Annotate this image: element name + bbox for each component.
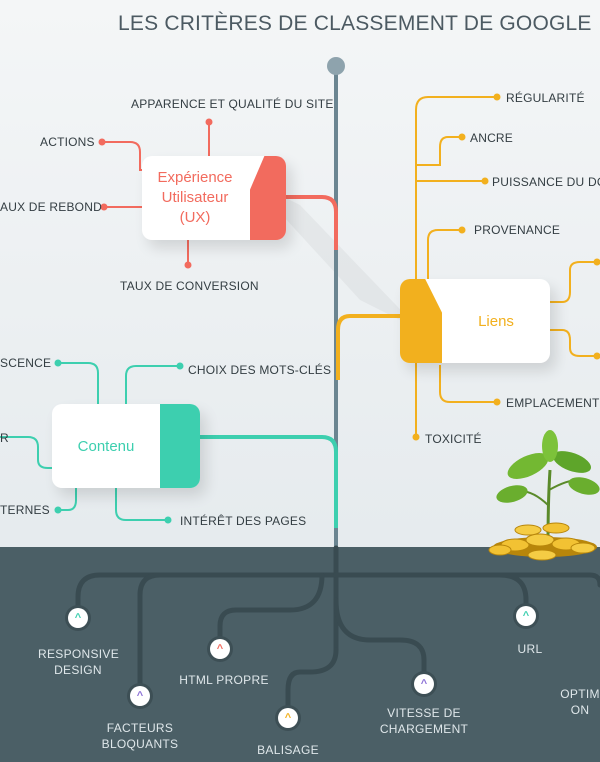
chevron-up-icon: ^ [130,686,150,706]
content-item-interet: INTÉRÊT DES PAGES [180,514,307,528]
technical-optim: OPTIM ON [560,687,600,717]
ux-item-rebond: AUX DE REBOND [0,200,102,214]
ux-card-accent [250,156,286,240]
technical-html: HTML PROPRE [179,673,269,687]
links-item-regularite: RÉGULARITÉ [506,91,585,105]
content-item-scence: SCENCE [0,356,52,370]
ux-item-conversion: TAUX DE CONVERSION [120,279,259,293]
plant-coins-illustration [488,430,600,561]
content-item-ternes: TERNES [0,503,50,517]
technical-section-background [0,547,600,762]
content-card-label: Contenu [77,437,135,455]
chevron-up-icon: ^ [278,708,298,728]
technical-responsive: RESPONSIVE DESIGN [38,647,120,677]
content-branches [0,362,338,528]
links-card-label: Liens [478,312,514,330]
links-branches [336,96,600,435]
technical-vitesse: VITESSE DE CHARGEMENT [379,706,469,736]
chevron-up-icon: ^ [68,608,88,628]
page-title: LES CRITÈRES DE CLASSEMENT DE GOOGLE [118,12,592,35]
links-item-ancre: ANCRE [470,131,514,145]
links-item-toxicite: TOXICITÉ [425,432,482,446]
links-item-puissance: PUISSANCE DU DO [492,175,600,189]
content-card-accent [160,404,200,488]
ux-card-label: Expérience Utilisateur (UX) [157,169,233,226]
ux-card: Expérience Utilisateur (UX) [142,156,286,240]
links-card: Liens [400,279,550,363]
content-item-r: R [0,431,9,445]
links-item-provenance: PROVENANCE [474,223,561,237]
chevron-up-icon: ^ [516,606,536,626]
technical-url: URL [517,642,543,656]
chevron-up-icon: ^ [210,639,230,659]
ux-branches [102,122,338,265]
trunk-top-node [327,57,345,75]
technical-balisage: BALISAGE [257,743,319,757]
chevron-up-icon: ^ [414,674,434,694]
links-card-accent [400,279,442,363]
technical-roots [75,545,600,715]
links-item-emplacement: EMPLACEMENT [506,396,600,410]
ux-item-apparence: APPARENCE ET QUALITÉ DU SITE [131,97,334,111]
content-item-mots-cles: CHOIX DES MOTS-CLÉS [188,363,332,377]
ux-item-actions: ACTIONS [40,135,95,149]
content-card: Contenu [52,404,200,488]
technical-facteurs: FACTEURS BLOQUANTS [101,721,179,751]
